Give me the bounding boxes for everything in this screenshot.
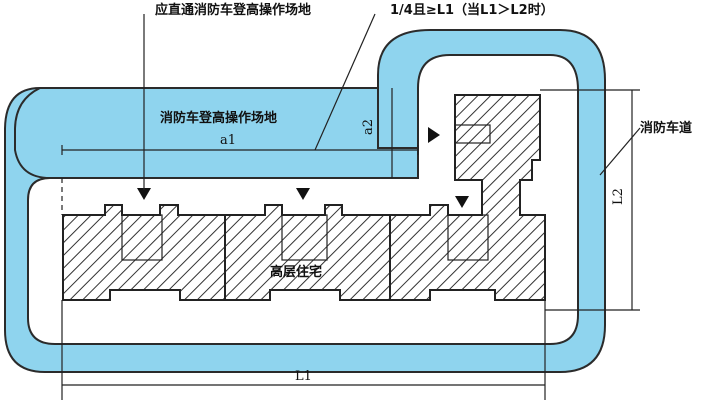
work-area (14, 87, 419, 179)
dim-L1-label: L1 (295, 369, 312, 384)
building-middle (224, 204, 391, 301)
work-area-label: 消防车登高操作场地 (160, 110, 277, 126)
building-left (62, 204, 226, 301)
fire-road-label: 消防车道 (640, 120, 692, 136)
core-4 (454, 124, 491, 144)
triangle-arrow-icon (455, 196, 469, 208)
dim-a2-label: a2 (361, 119, 376, 135)
top-right-note: 1/4且≥L1（当L1＞L2时） (390, 2, 554, 18)
triangle-arrow-icon (428, 127, 440, 143)
dim-L2-label: L2 (611, 188, 626, 205)
dim-a1-label: a1 (220, 133, 236, 148)
building-right (389, 94, 546, 301)
triangle-arrow-icon (137, 188, 151, 200)
core-1 (121, 214, 163, 261)
building-label: 高层住宅 (270, 264, 322, 280)
top-left-note: 应直通消防车登高操作场地 (155, 2, 311, 18)
core-3 (447, 214, 489, 261)
core-2 (281, 214, 328, 261)
triangle-arrow-icon (296, 188, 310, 200)
